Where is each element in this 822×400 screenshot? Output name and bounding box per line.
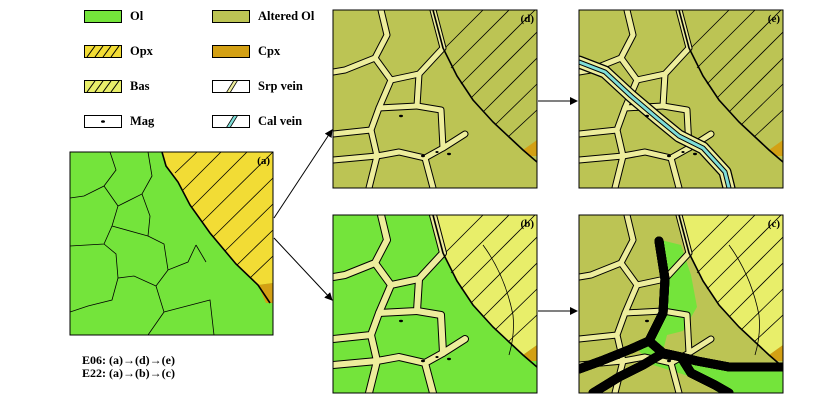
sequence-e22: E22: (a)→(b)→(c): [82, 366, 175, 380]
arrow-a-to-d: [273, 129, 333, 219]
legend-item-mag: Mag: [84, 113, 154, 129]
panel-b: (b): [332, 214, 538, 394]
legend-label: Srp vein: [258, 78, 303, 93]
panel-e-frame: [578, 9, 784, 189]
opx-cleavage: [442, 10, 537, 138]
opx-cleavage: [688, 10, 783, 138]
bastite-fracture: [482, 244, 514, 356]
panel-d: (d): [332, 9, 538, 189]
panel-e: (e): [578, 9, 784, 189]
ol-swatch: [84, 9, 122, 23]
cpx-grain: [258, 283, 273, 303]
opx-cleavage: [174, 152, 273, 279]
cal-vein-swatch: [212, 114, 250, 128]
arrow-a-to-b: [273, 237, 333, 301]
altered-opx-grain: [433, 10, 537, 150]
legend-label: Opx: [130, 43, 153, 58]
altered-olivine-region: [579, 10, 783, 188]
legend-label: Altered Ol: [258, 8, 315, 23]
flow-arrows: [273, 97, 578, 315]
calcite-veins: [579, 236, 783, 393]
bastite-boundary: [432, 215, 537, 368]
legend-item-ol: Ol: [84, 8, 143, 24]
legend-item-altered-ol: Altered Ol: [212, 8, 314, 24]
opx-swatch: [84, 44, 122, 58]
panel-c-label: (c): [768, 218, 781, 230]
bastite-fracture: [728, 244, 760, 356]
altered-ol-swatch: [212, 9, 250, 23]
cpx-swatch: [212, 44, 250, 58]
sequence-notes: E06: (a)→(d)→(e) E22: (a)→(b)→(c): [82, 354, 175, 380]
opx-boundary: [678, 10, 783, 163]
legend-item-opx: Opx: [84, 43, 153, 59]
legend-item-srp-vein: Srp vein: [212, 78, 303, 94]
opx-boundary: [432, 10, 537, 163]
panel-d-frame: [332, 9, 538, 189]
legend-label: Cpx: [258, 43, 281, 58]
sequence-e06: E06: (a)→(d)→(e): [82, 353, 175, 367]
grain-boundaries: [70, 152, 215, 335]
legend-item-cal-vein: Cal vein: [212, 113, 302, 129]
opx-boundary: [161, 152, 271, 304]
srp-vein-swatch: [212, 79, 250, 93]
legend-label: Bas: [130, 78, 150, 93]
bastite-boundary: [678, 215, 783, 368]
bastite-cleavage: [688, 215, 783, 343]
legend-label: Mag: [130, 113, 155, 128]
opx-grain: [162, 152, 273, 285]
panel-a-frame: [69, 151, 274, 336]
panel-c: (c): [578, 214, 784, 394]
bastite-grain: [679, 215, 783, 355]
mag-swatch: [84, 114, 122, 128]
panel-c-frame: [578, 214, 784, 394]
legend-label: Cal vein: [258, 113, 303, 128]
panel-a: (a): [69, 151, 274, 336]
legend-label: Ol: [130, 8, 144, 23]
panel-a-label: (a): [257, 155, 270, 167]
panel-d-label: (d): [521, 13, 535, 25]
legend-item-bas: Bas: [84, 78, 149, 94]
bas-swatch: [84, 79, 122, 93]
panel-e-label: (e): [768, 13, 781, 25]
panel-b-frame: [332, 214, 538, 394]
legend: Ol Altered Ol Opx Cpx Bas Srp vein Mag: [84, 8, 314, 133]
bastite-grain: [433, 215, 537, 355]
calcite-vein: [579, 55, 736, 188]
legend-item-cpx: Cpx: [212, 43, 280, 59]
panel-b-label: (b): [521, 218, 535, 230]
